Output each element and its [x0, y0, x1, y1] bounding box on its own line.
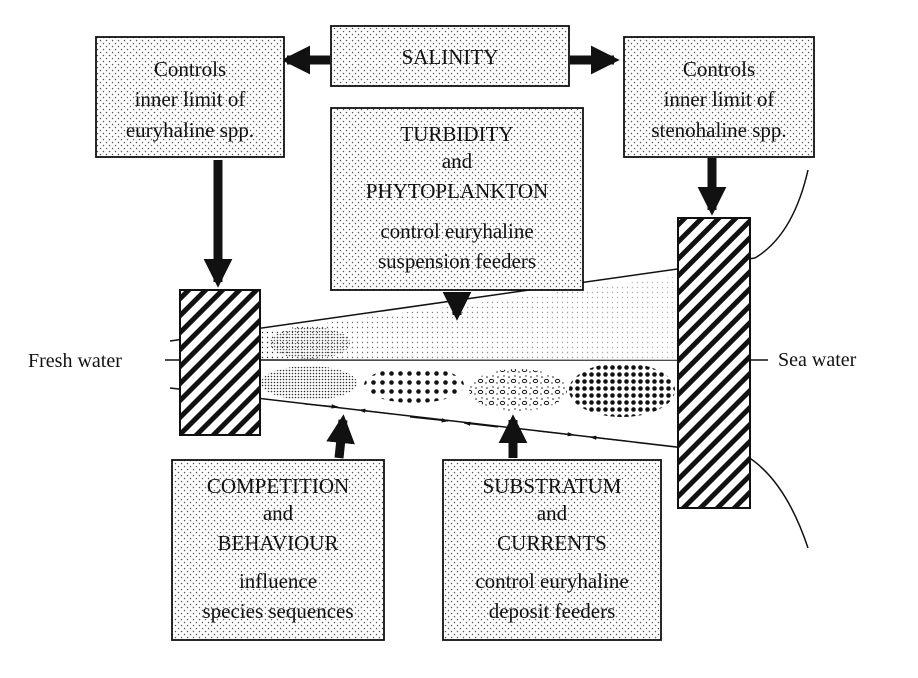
turbidity-line-4: control euryhaline [380, 219, 533, 243]
sea-upper-curve [754, 169, 809, 259]
competition-line-2: and [263, 501, 294, 525]
patch-fine-stipple [261, 366, 357, 400]
euryhaline-line-3: euryhaline spp. [126, 118, 254, 142]
box-substratum: SUBSTRATUM and CURRENTS control euryhali… [442, 459, 662, 641]
patch-dense-dots [569, 363, 675, 417]
substratum-line-2: and [537, 501, 568, 525]
euryhaline-line-2: inner limit of [135, 87, 246, 111]
patch-medium-dots [364, 367, 464, 403]
sea-water-label: Sea water [778, 349, 857, 371]
current-arrows [304, 403, 627, 442]
competition-line-5: species sequences [202, 599, 353, 623]
stenohaline-line-3: stenohaline spp. [651, 118, 786, 142]
competition-line-1: COMPETITION [207, 474, 349, 498]
arrow-competition-to-patches [326, 414, 355, 459]
euryhaline-limit-barrier [179, 289, 261, 436]
turbidity-line-5: suspension feeders [378, 249, 536, 273]
sea-lower-curve [744, 454, 809, 549]
stenohaline-limit-barrier [677, 217, 751, 509]
fresh-water-label: Fresh water [28, 350, 122, 372]
substratum-line-1: SUBSTRATUM [483, 474, 622, 498]
stenohaline-line-2: inner limit of [664, 87, 775, 111]
euryhaline-line-1: Controls [154, 57, 226, 81]
turbidity-line-3: PHYTOPLANKTON [366, 179, 548, 203]
stenohaline-line-1: Controls [683, 57, 755, 81]
box-competition: COMPETITION and BEHAVIOUR influence spec… [171, 459, 385, 641]
competition-line-3: BEHAVIOUR [218, 531, 339, 555]
deposit-feeder-patches [261, 363, 675, 417]
substratum-line-4: control euryhaline [475, 569, 628, 593]
competition-line-4: influence [239, 569, 317, 593]
lower-bank-line [169, 387, 746, 456]
box-salinity: SALINITY [330, 25, 570, 87]
salinity-label: SALINITY [402, 45, 499, 69]
box-euryhaline-limit: Controls inner limit of euryhaline spp. [95, 36, 285, 158]
arrows [203, 45, 727, 459]
patch-ring-dots [469, 369, 567, 411]
box-turbidity: TURBIDITY and PHYTOPLANKTON control eury… [330, 107, 584, 291]
box-stenohaline-limit: Controls inner limit of stenohaline spp. [623, 36, 815, 158]
turbidity-line-2: and [442, 149, 473, 173]
substratum-line-3: CURRENTS [497, 531, 607, 555]
substratum-line-5: deposit feeders [489, 599, 616, 623]
turbidity-line-1: TURBIDITY [400, 122, 513, 146]
